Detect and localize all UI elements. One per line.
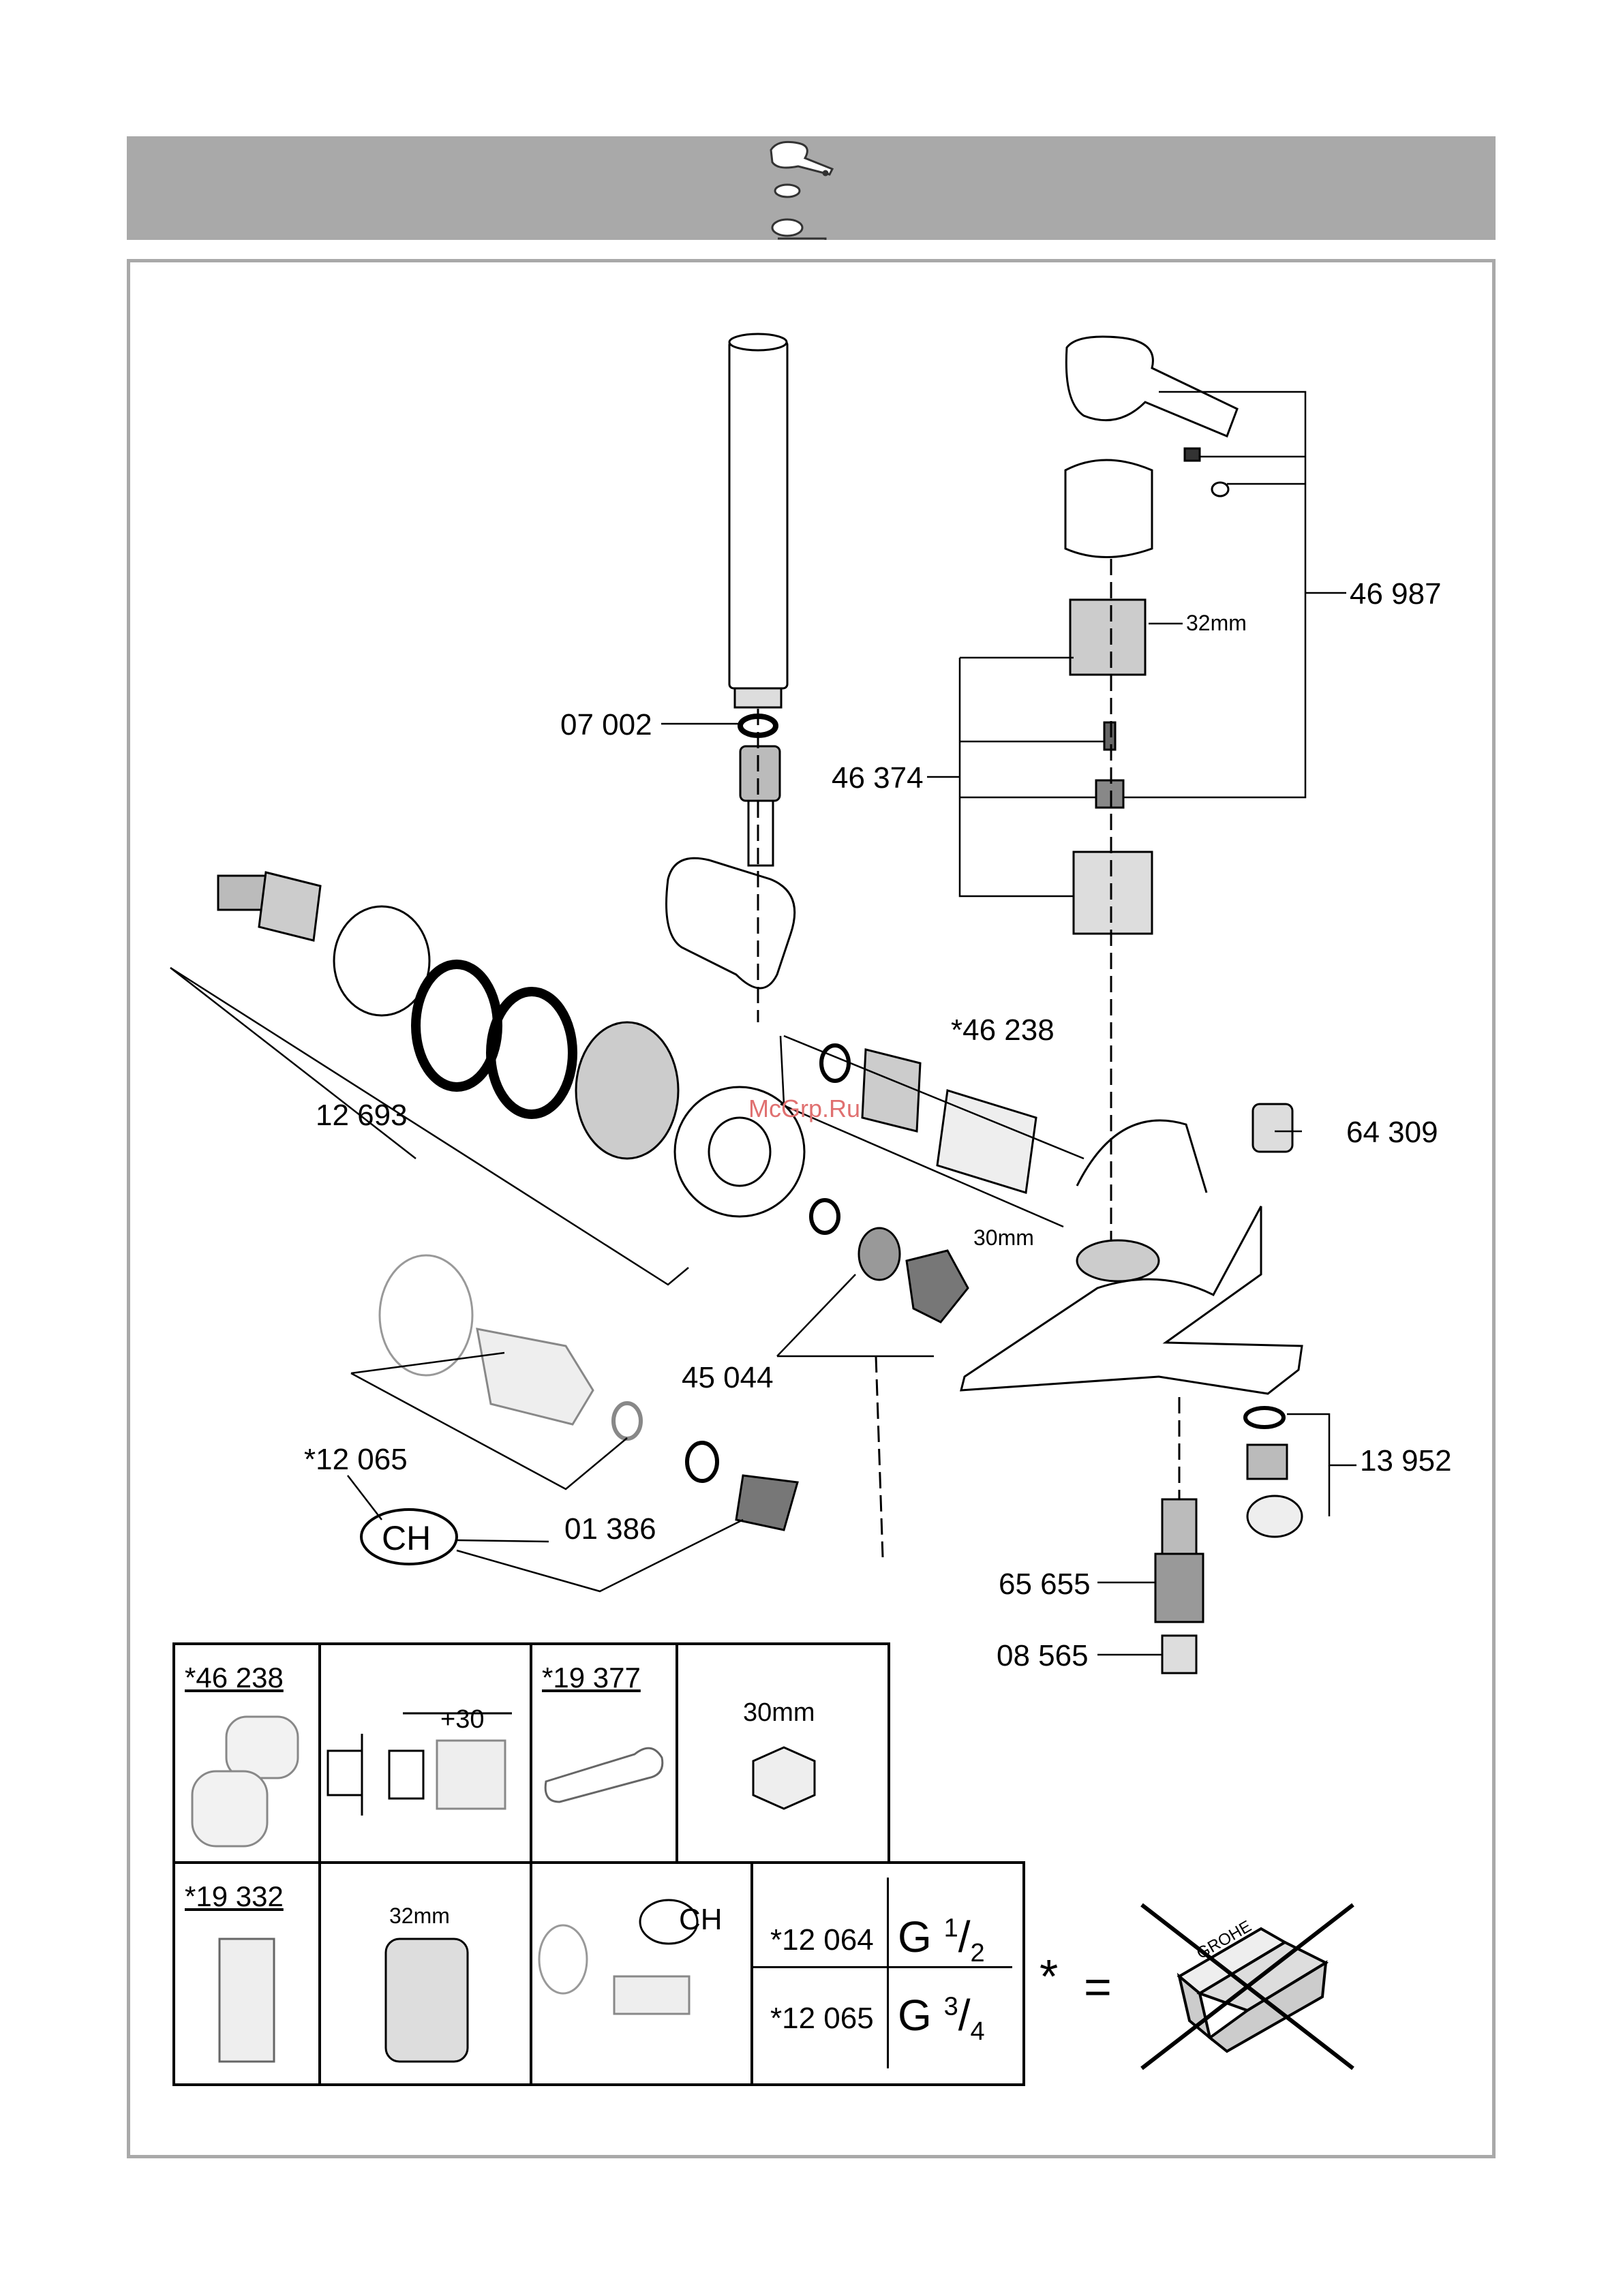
label-lever-set: 46 987 (1350, 579, 1442, 609)
extension-icon (862, 1050, 920, 1131)
hand-shower (729, 341, 787, 688)
label-ch: CH (382, 1521, 431, 1555)
table-cell-extension: *46 238 (172, 1642, 321, 1864)
aerator-icon (1247, 1445, 1287, 1479)
label-connector-set: 45 044 (682, 1363, 774, 1393)
label-eccentric-set: *12 065 (304, 1445, 408, 1475)
table-thread-three-quarter: G 3/4 (898, 1990, 985, 2047)
label-extension-set: *46 238 (951, 1015, 1055, 1045)
table-cell-headpart: 32mm (318, 1861, 532, 2086)
extension-icon (175, 1645, 318, 1863)
extension-dimension-icon (321, 1645, 530, 1863)
nut-icon (576, 1022, 678, 1159)
cover-sleeve (1065, 460, 1152, 557)
label-diverter-cap: 08 565 (997, 1641, 1089, 1671)
table-cell-ch: CH (530, 1861, 753, 2086)
nut-30mm-icon (907, 1251, 968, 1322)
eccentric-icon (532, 1864, 750, 2085)
table-eccentric-half: *12 064 (770, 1925, 874, 1955)
headpart-icon (321, 1864, 530, 2085)
table-cell-threads: *12 064 G 1/2 *12 065 G 3/4 (750, 1861, 1025, 2086)
table-thread-half: G 1/2 (898, 1912, 985, 1968)
label-handshower-washer: 07 002 (560, 710, 652, 740)
headpart-icon (1070, 600, 1145, 675)
diverter-cap-icon (1162, 1636, 1196, 1673)
hose-nut-icon (740, 746, 780, 801)
table-cell-wrench: *19 377 (530, 1642, 678, 1864)
table-cell-extension-dim: +30 (318, 1642, 532, 1864)
label-cartridge-set: 46 374 (832, 763, 924, 793)
wrench-icon (532, 1645, 676, 1863)
tool-icon (175, 1864, 318, 2085)
cap-icon (1253, 1104, 1292, 1152)
label-ch-washer: 01 386 (564, 1514, 656, 1544)
legend-asterisk: * (1040, 1953, 1058, 2000)
label-aerator-set: 13 952 (1360, 1446, 1452, 1476)
table-cell-tool: *19 332 (172, 1861, 321, 2086)
legend-equals: = (1084, 1963, 1112, 2010)
table-eccentric-three-quarter: *12 065 (770, 2004, 874, 2034)
cartridge-icon (1074, 852, 1152, 934)
shower-holder (667, 858, 795, 988)
lever-handle (1066, 337, 1237, 436)
o-ring-icon (416, 964, 498, 1087)
eccentric-icon (477, 1329, 593, 1424)
label-cap: 64 309 (1346, 1118, 1438, 1148)
label-headpart-size: 32mm (1186, 612, 1247, 634)
label-diverter: 65 655 (999, 1570, 1091, 1599)
label-wall-flange-set: 12 693 (316, 1101, 408, 1131)
label-nut-size: 30mm (973, 1227, 1034, 1249)
watermark: McGrp.Ru (748, 1095, 860, 1123)
diverter-icon (1155, 1554, 1203, 1622)
table-cell-nut: 30mm (676, 1642, 890, 1864)
nut-30mm-icon (678, 1645, 887, 1863)
